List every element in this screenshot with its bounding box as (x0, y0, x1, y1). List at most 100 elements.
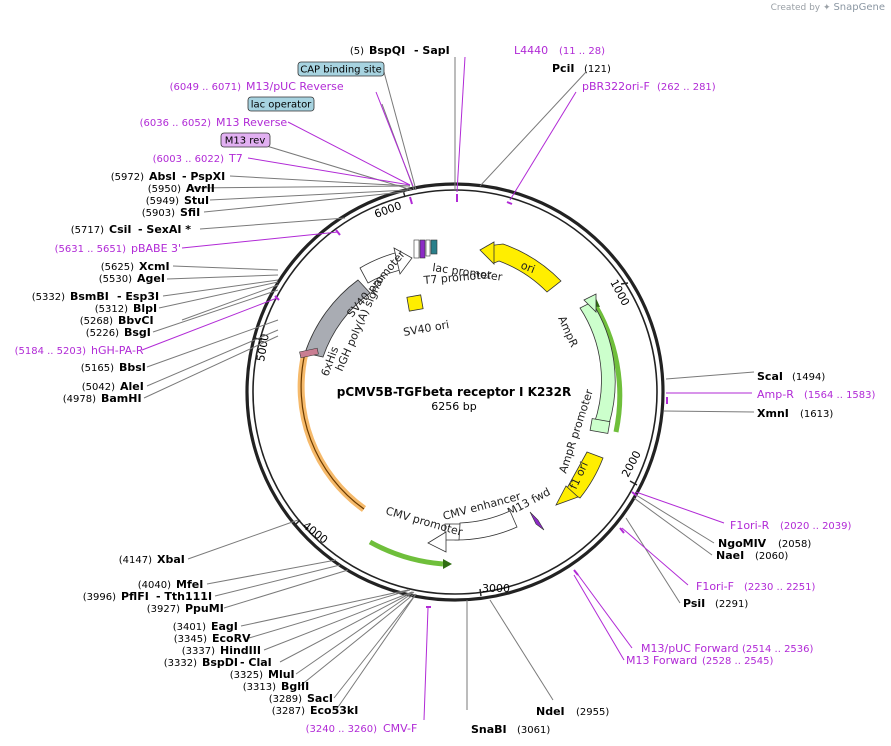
cmv-promoter-arrowhead (427, 531, 447, 553)
enzyme-name: HindIII (220, 644, 261, 657)
cmv-promoter-body (444, 523, 461, 541)
enzyme-name: BbvCI (118, 314, 154, 327)
enzyme-name: PsiI (683, 597, 705, 610)
tick-label-3000: 3000 (482, 582, 510, 595)
sv40-promoter-arrowhead (393, 247, 413, 275)
enzyme-pos: (5949) (146, 196, 179, 207)
primer-name: Amp-R (757, 388, 794, 401)
enzyme-pos: (3927) (147, 604, 180, 615)
enzyme-pos: (5903) (142, 208, 175, 219)
enzyme-pos: (3287) (272, 706, 305, 717)
enzyme-pos: (3325) (230, 670, 263, 681)
primer-range: (6049 .. 6071) (170, 82, 242, 93)
enzyme-extra: - SapI (414, 44, 450, 57)
sv40-ori-feature (406, 294, 424, 312)
leader-lines (141, 56, 755, 721)
enzyme-name: XmnI (757, 407, 789, 420)
primer-range: (2230 .. 2251) (744, 582, 816, 593)
ori-label: ori (519, 259, 537, 276)
lac-operator-box (247, 96, 315, 112)
enzyme-extra: - Esp3I (117, 290, 159, 303)
tick-label-5000: 5000 (254, 333, 272, 363)
enzyme-pos: (3313) (243, 682, 276, 693)
ampr-promoter-feature (589, 418, 611, 434)
enzyme-name: AleI (120, 380, 144, 393)
primer-name: CMV-F (383, 722, 417, 735)
primer-name: M13 Forward (626, 654, 697, 667)
primer-name: pBR322ori-F (582, 80, 650, 93)
enzyme-pos: (5625) (101, 262, 134, 273)
enzyme-pos: (4040) (138, 580, 171, 591)
primer-range: (5631 .. 5651) (55, 244, 127, 255)
primer-range: (11 .. 28) (559, 46, 605, 57)
sv40-ori-label: SV40 ori (402, 318, 450, 339)
enzyme-name: SacI (307, 692, 333, 705)
primer-name: F1ori-F (696, 580, 734, 593)
primer-name: F1ori-R (730, 519, 770, 532)
enzyme-name: AbsI (149, 170, 176, 183)
primer-name: hGH-PA-R (91, 344, 144, 357)
cds-highlight-green-right (589, 298, 623, 433)
lac-t7-cluster (413, 239, 438, 259)
enzyme-name: SfiI (180, 206, 200, 219)
tick-marks (254, 189, 638, 597)
enzyme-pos: (5) (350, 46, 364, 57)
ampr-label: AmpR (555, 314, 580, 350)
enzyme-pos: (3332) (164, 658, 197, 669)
enzyme-pos: (2058) (778, 539, 811, 550)
enzyme-name: AgeI (137, 272, 165, 285)
enzyme-name: AvrII (186, 182, 215, 195)
enzyme-name: CsiI (109, 223, 131, 236)
watermark-brand: SnapGene (833, 2, 885, 13)
primer-range: (3240 .. 3260) (306, 724, 378, 735)
enzyme-name: BsmBI (70, 290, 109, 303)
ampr-arrowhead (583, 293, 597, 313)
primer-name: L4440 (514, 44, 548, 57)
enzyme-pos: (4978) (63, 394, 96, 405)
enzyme-name: Eco53kI (310, 704, 358, 717)
enzyme-pos: (5268) (80, 316, 113, 327)
t7-promoter-label: T7 promoter (422, 268, 493, 287)
cap-binding-site-box (297, 61, 385, 77)
m13-fwd-feature (529, 511, 545, 531)
cmv-enhancer-feature (454, 510, 518, 541)
enzyme-labels-right: PciI (121) ScaI (1494) XmnI (1613) NgoMI… (471, 62, 833, 736)
enzyme-name: BspQI (369, 44, 405, 57)
lac-operator-label: lac operator (251, 100, 312, 111)
enzyme-name: ScaI (757, 370, 783, 383)
primer-name: T7 (228, 152, 243, 165)
primer-range: (262 .. 281) (657, 82, 716, 93)
enzyme-name: EagI (211, 620, 238, 633)
primer-name: M13/pUC Reverse (246, 80, 344, 93)
primer-range: (2514 .. 2536) (742, 644, 814, 655)
snapgene-logo-icon: ✦ (823, 3, 831, 13)
primer-range: (6036 .. 6052) (140, 118, 212, 129)
enzyme-pos: (5950) (148, 184, 181, 195)
enzyme-extra: - Tth111I (156, 590, 212, 603)
enzyme-name: BamHI (101, 392, 142, 405)
enzyme-name: PciI (552, 62, 574, 75)
enzyme-name: EcoRV (212, 632, 251, 645)
enzyme-name: BglII (281, 680, 309, 693)
enzyme-pos: (4147) (119, 555, 152, 566)
enzyme-name: BsgI (124, 326, 151, 339)
cds-arrowhead-bottom (443, 559, 452, 569)
enzyme-pos: (3061) (517, 725, 550, 736)
insert-line (300, 352, 365, 510)
ori-feature (486, 243, 562, 293)
enzyme-pos: (3337) (182, 646, 215, 657)
primer-name: M13/pUC Forward (641, 642, 739, 655)
enzyme-name: PflFI (121, 590, 149, 603)
primer-labels: L4440 (11 .. 28) pBR322ori-F (262 .. 281… (15, 44, 876, 735)
cds-highlight-green-bottom (368, 539, 444, 567)
enzyme-pos: (2291) (715, 599, 748, 610)
enzyme-extra: - SexAI * (138, 223, 191, 236)
m13-rev-box (220, 132, 271, 148)
enzyme-name: XcmI (139, 260, 170, 273)
enzyme-name: NaeI (716, 549, 744, 562)
hgh-polya-feature (304, 279, 371, 358)
enzyme-name: StuI (184, 194, 209, 207)
watermark-created-by: Created by (770, 3, 821, 13)
enzyme-labels-left: (5) BspQI - SapI (5972) AbsI - PspXI (59… (32, 44, 450, 717)
